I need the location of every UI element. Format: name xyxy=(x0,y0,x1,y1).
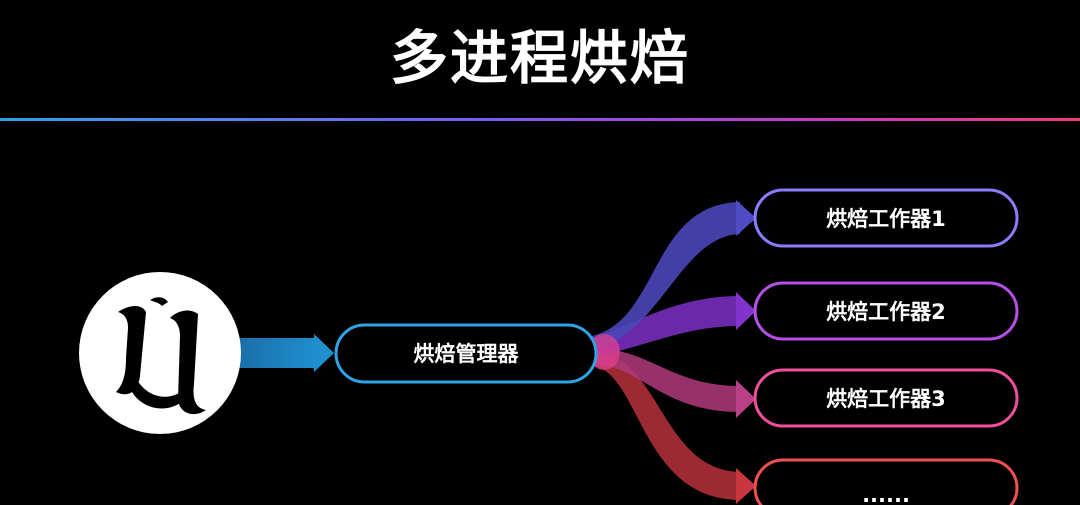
manager-node: 烘焙管理器 xyxy=(334,323,598,384)
flow-ribbon-worker-4 xyxy=(592,352,740,500)
flow-ribbon-worker-3 xyxy=(592,348,740,412)
flow-arrowhead-worker-2 xyxy=(736,292,756,330)
worker-node-3: 烘焙工作器3 xyxy=(753,368,1019,428)
manager-label: 烘焙管理器 xyxy=(414,342,520,366)
worker-node-4: ...... xyxy=(753,458,1019,505)
worker-label-3: 烘焙工作器3 xyxy=(826,387,946,411)
input-arrow xyxy=(238,334,334,372)
worker-label-2: 烘焙工作器2 xyxy=(826,300,946,324)
flow-arrowhead-worker-4 xyxy=(736,468,756,504)
flow-ribbon-worker-2 xyxy=(592,296,740,356)
title-divider xyxy=(0,118,1080,121)
flow-arrowhead-worker-3 xyxy=(736,380,756,418)
slide-title: 多进程烘焙 xyxy=(389,24,690,92)
unreal-engine-logo-icon xyxy=(79,272,241,434)
worker-label-4: ...... xyxy=(862,483,910,505)
flow-arrowhead-worker-1 xyxy=(736,200,756,236)
worker-node-2: 烘焙工作器2 xyxy=(753,281,1019,341)
flow-ribbons xyxy=(588,200,756,504)
worker-label-1: 烘焙工作器1 xyxy=(826,207,946,231)
worker-node-1: 烘焙工作器1 xyxy=(753,188,1019,248)
flow-ribbon-worker-1 xyxy=(592,202,740,350)
